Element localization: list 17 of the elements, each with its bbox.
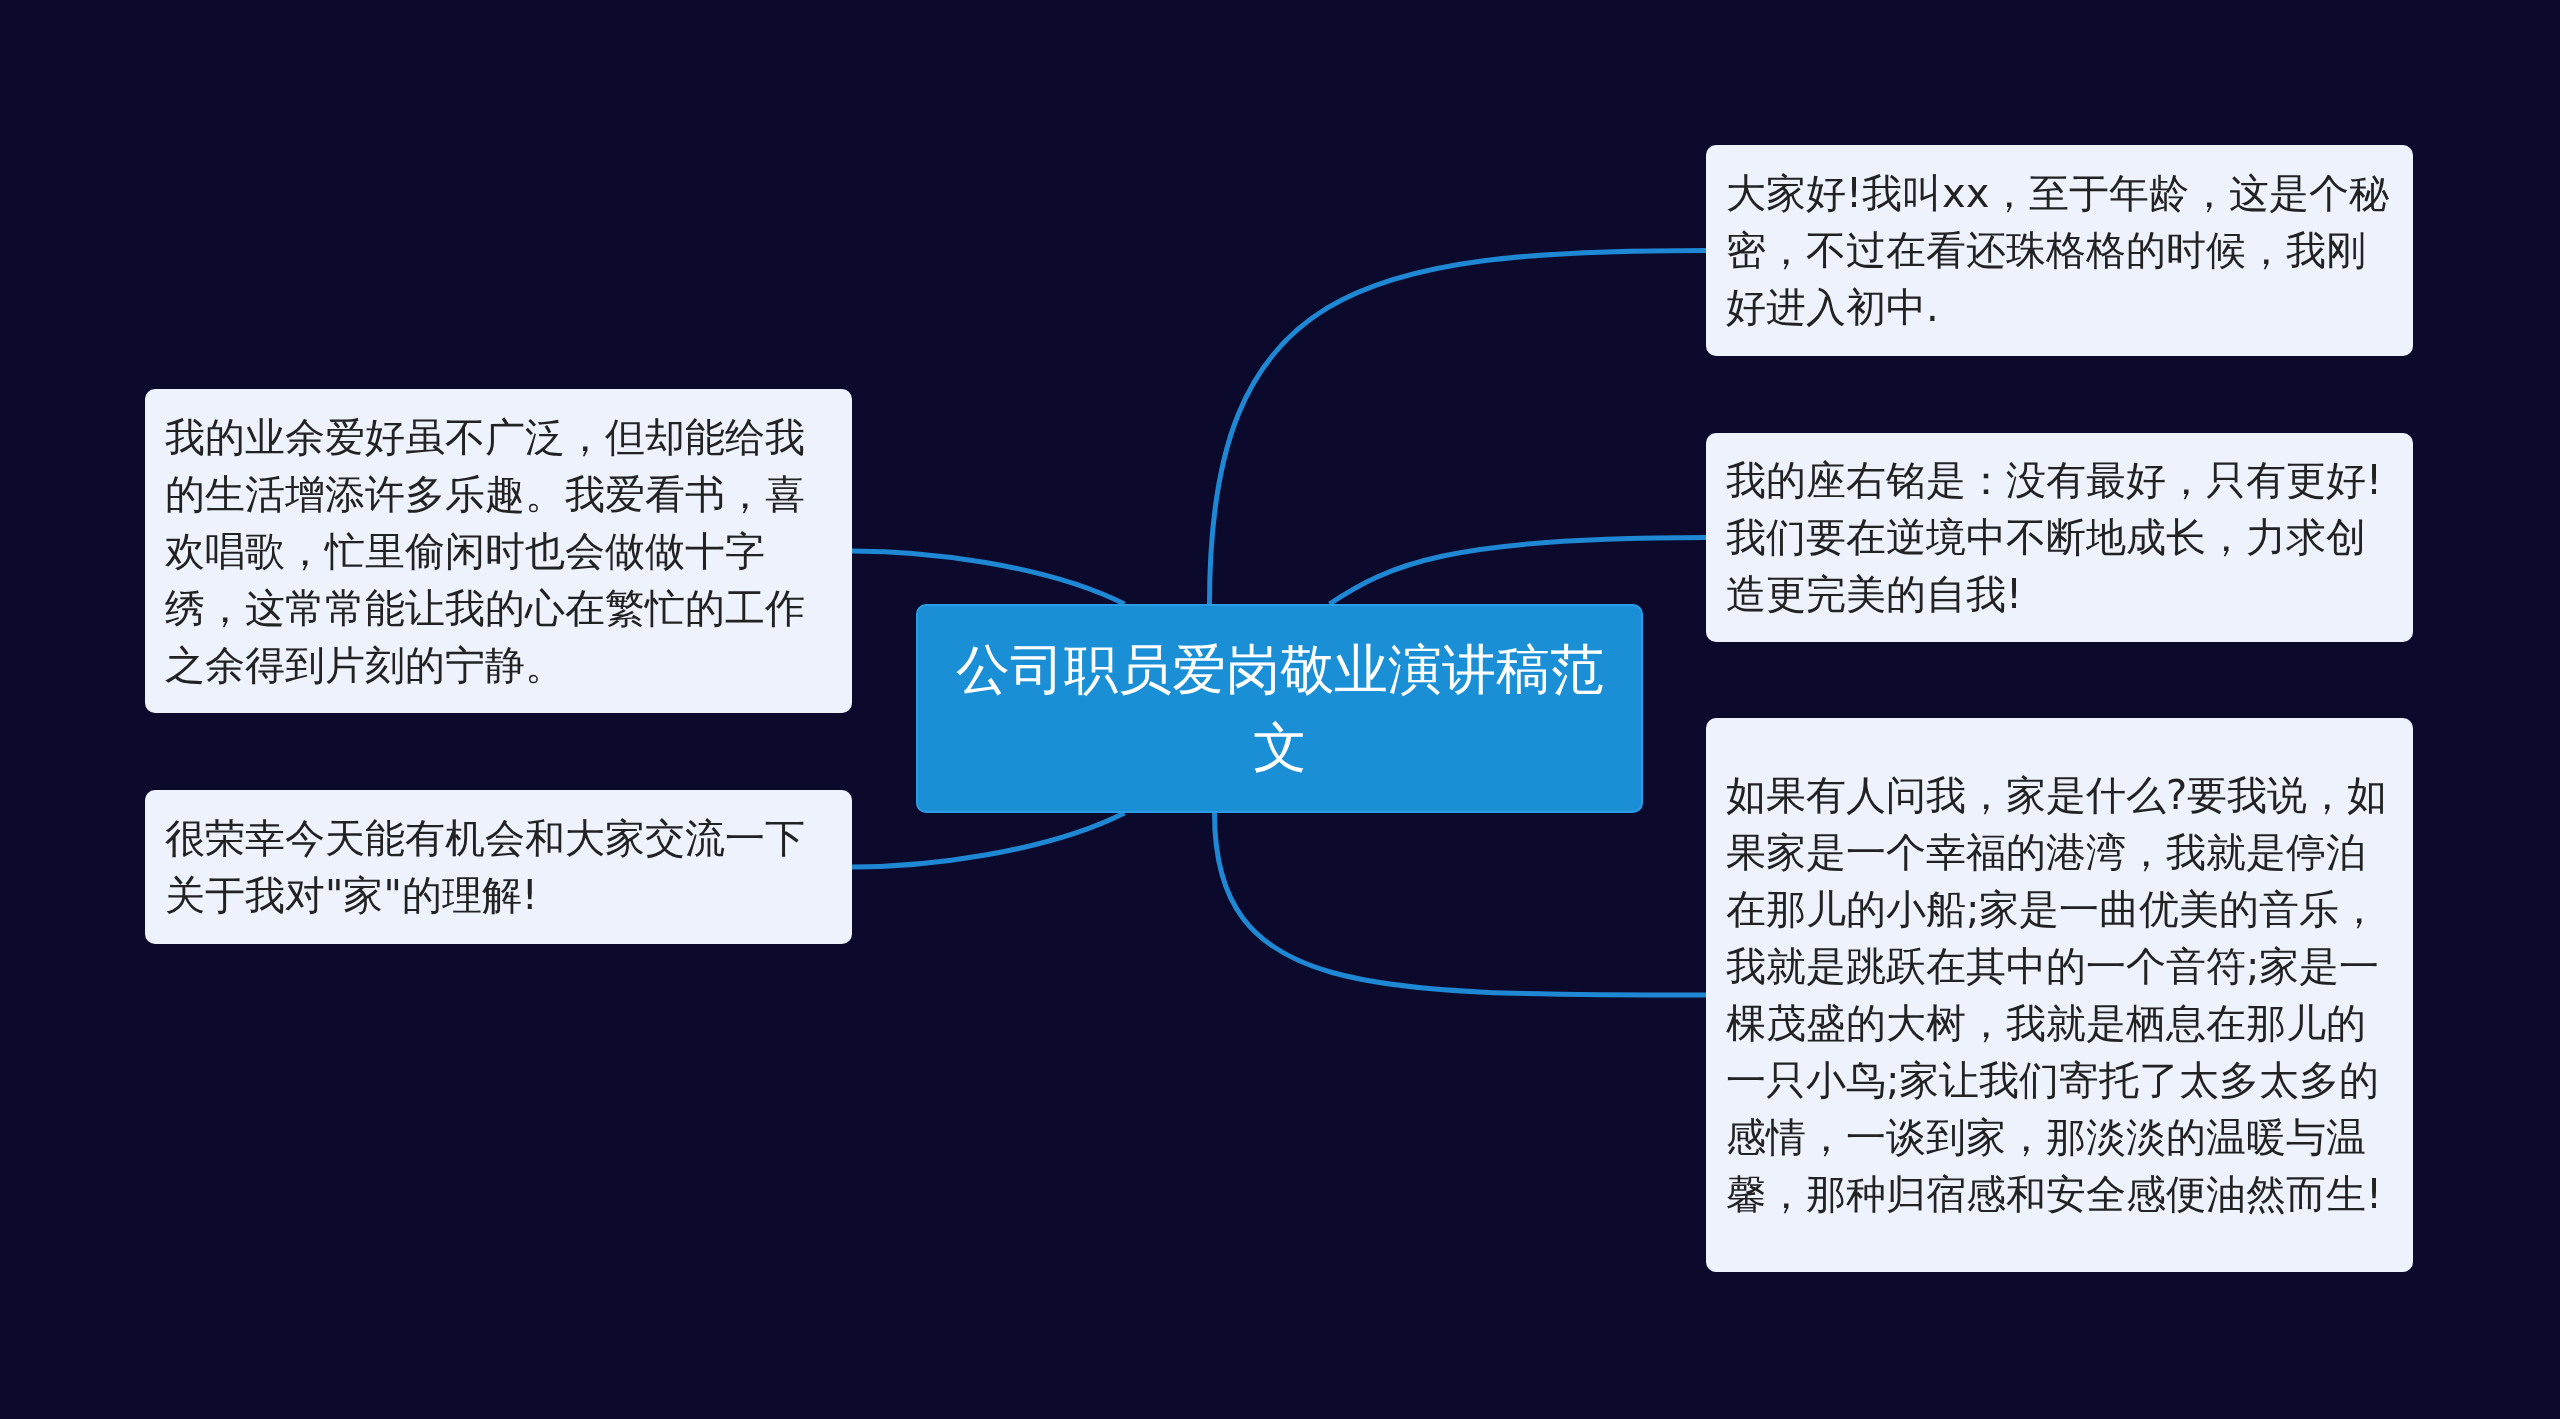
topic-text: 我的业余爱好虽不广泛，但却能给我的生活增添许多乐趣。我爱看书，喜欢唱歌，忙里偷闲时也会做做十字绣，这常常能让我的心在繁忙的工作之余得到片刻的宁静。: [165, 412, 806, 690]
topic-box: [1706, 433, 2413, 642]
connector-line: [1212, 812, 1706, 998]
topic-text: 我的座右铭是：没有最好，只有更好!我们要在逆境中不断地成长，力求创造更完美的自我!: [1726, 456, 2384, 619]
topic-box: [1706, 718, 2413, 1272]
connector-line: [1207, 248, 1707, 605]
central-topic-box: [916, 604, 1643, 813]
topic-text: 大家好!我叫xx，至于年龄，这是个秘密，不过在看还珠格格的时候，我刚好进入初中.: [1726, 169, 2391, 332]
topic-text: 如果有人问我，家是什么?要我说，如果家是一个幸福的港湾，我就是停泊在那儿的小船;家是一曲优美的音乐，我就是跳跃在其中的一个音符;家是一棵茂盛的大树，我就是栖息在那儿的一只小鸟;家让我们寄托了太多太多的感情，一谈到家，那淡淡的温暖与温馨，那种归宿感和安全感便油然而生!: [1726, 771, 2389, 1219]
connector-line: [1328, 535, 1707, 607]
topic-box: [145, 790, 852, 944]
topic-text: 很荣幸今天能有机会和大家交流一下关于我对"家"的理解!: [165, 814, 806, 920]
topic-box: [145, 389, 852, 713]
central-topic-text: 公司职员爱岗敬业演讲稿范文: [954, 636, 1605, 781]
topic-box: [1706, 145, 2413, 356]
connector-line: [851, 810, 1126, 870]
connector-line: [851, 548, 1126, 607]
